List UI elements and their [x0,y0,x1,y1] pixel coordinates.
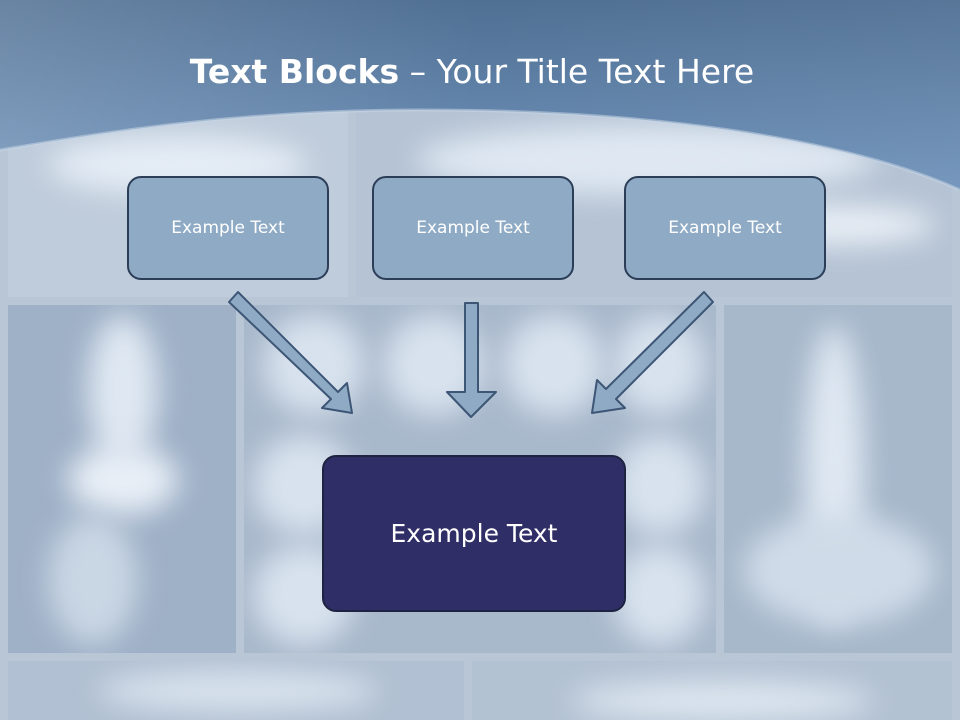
text-block-left[interactable]: Example Text [127,176,329,280]
text-block-right-label: Example Text [668,218,782,238]
text-block-center-label: Example Text [390,519,558,548]
title-dash: – [399,52,437,91]
xray-bottom-right-tile [472,661,952,720]
title-bold: Text Blocks [189,52,400,91]
text-block-center[interactable]: Example Text [322,455,626,612]
xray-spine-tile [724,305,952,653]
title-band [0,0,960,190]
text-block-right[interactable]: Example Text [624,176,826,280]
xray-knee-tile [8,305,236,653]
title-rest: Your Title Text Here [436,52,755,91]
text-block-middle-label: Example Text [416,218,530,238]
xray-bottom-left-tile [8,661,464,720]
text-block-middle[interactable]: Example Text [372,176,574,280]
text-block-left-label: Example Text [171,218,285,238]
slide-title: Text Blocks – Your Title Text Here [0,52,944,91]
